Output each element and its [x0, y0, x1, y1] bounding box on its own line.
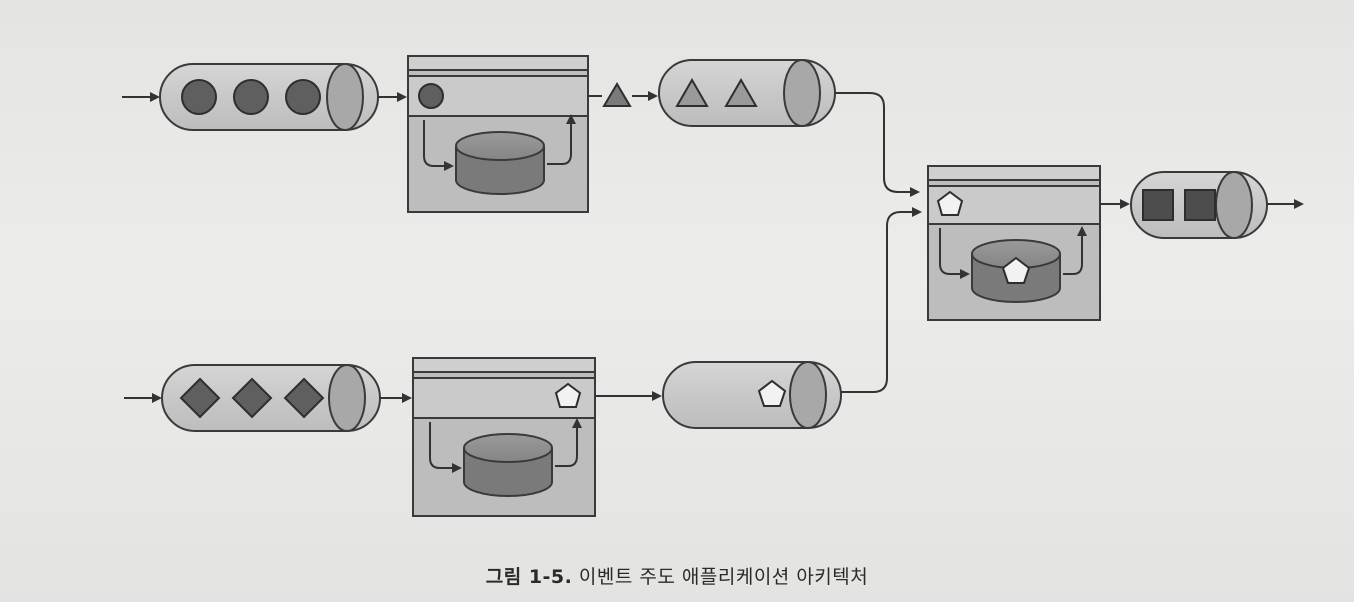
- pentagon-event: [936, 190, 964, 216]
- triangle-event: [602, 82, 632, 107]
- input-stream-circles: [122, 62, 407, 132]
- database-top: [463, 433, 553, 463]
- diamond-event: [283, 377, 325, 419]
- pipe-cap: [783, 58, 821, 128]
- caption-label: 그림 1-5.: [485, 566, 573, 588]
- intermediate-stream-pentagon: [662, 207, 922, 430]
- processor-3: [927, 165, 1130, 321]
- pipe-cap: [326, 62, 364, 132]
- pipe-cap: [789, 360, 827, 430]
- circle-event: [418, 83, 444, 109]
- processor-titlebar: [412, 357, 596, 373]
- pipe-cap: [1215, 170, 1253, 240]
- state-write-arrow: [939, 228, 970, 279]
- pipe-cap: [328, 363, 366, 433]
- processor-1: [407, 55, 658, 213]
- figure-caption: 그림 1-5. 이벤트 주도 애플리케이션 아키텍처: [0, 562, 1354, 589]
- pentagon-event: [757, 379, 787, 407]
- triangle-event: [675, 77, 709, 107]
- circle-event: [233, 79, 269, 115]
- state-read-arrow: [547, 114, 576, 165]
- state-write-arrow: [429, 422, 462, 473]
- output-stream-squares: [1130, 170, 1304, 240]
- diamond-event: [231, 377, 273, 419]
- intermediate-stream-triangles: [658, 58, 920, 197]
- circle-event: [181, 79, 217, 115]
- caption-text: 이벤트 주도 애플리케이션 아키텍처: [578, 566, 869, 588]
- state-read-arrow: [1063, 226, 1087, 275]
- state-write-arrow: [423, 120, 454, 171]
- flow-arrow: [841, 207, 922, 393]
- database-top: [455, 131, 545, 161]
- processor-titlebar: [927, 165, 1101, 181]
- state-read-arrow: [555, 418, 582, 467]
- circle-event: [285, 79, 321, 115]
- diamond-event: [179, 377, 221, 419]
- square-event: [1184, 189, 1216, 221]
- input-stream-diamonds: [124, 363, 412, 433]
- pentagon-state: [1001, 256, 1031, 284]
- processor-titlebar: [407, 55, 589, 71]
- square-event: [1142, 189, 1174, 221]
- pentagon-event: [554, 382, 582, 408]
- triangle-event: [724, 77, 758, 107]
- processor-2: [412, 357, 662, 517]
- flow-arrow: [835, 92, 920, 197]
